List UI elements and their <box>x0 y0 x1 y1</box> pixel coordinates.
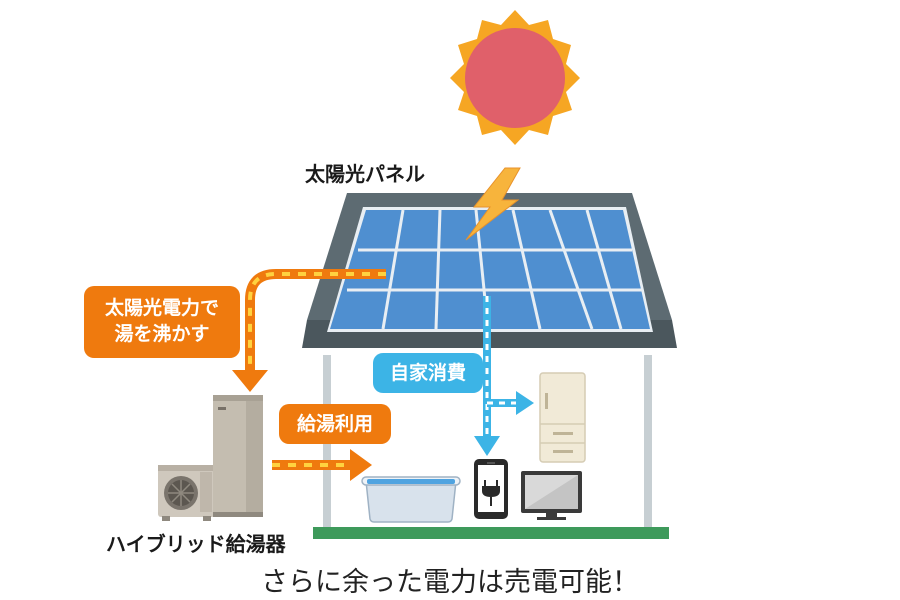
callout-hot-water-use: 給湯利用 <box>279 404 391 444</box>
storage-tank-icon <box>213 395 263 517</box>
bathtub-icon <box>361 476 461 523</box>
callout-self-consumption: 自家消費 <box>373 353 483 393</box>
refrigerator-icon <box>539 372 586 463</box>
surplus-power-note: さらに余った電力は売電可能！ <box>261 567 639 598</box>
solar-panel-array <box>327 207 653 332</box>
solar-panel-label: 太陽光パネル <box>305 162 425 186</box>
hybrid-water-heater-label: ハイブリッド給湯器 <box>106 532 286 556</box>
flow-arrow-heater-to-bathtub <box>272 449 372 481</box>
heat-pump-icon <box>158 465 215 521</box>
flow-arrow-self-consumption <box>474 296 534 456</box>
tv-icon <box>521 471 582 520</box>
callout-solar-heating-line2: 湯を沸かす <box>114 323 210 345</box>
flow-arrow-solar-to-heater <box>232 269 386 392</box>
callout-solar-heating: 太陽光電力で 湯を沸かす <box>84 286 240 358</box>
smartphone-icon <box>474 459 508 519</box>
callout-solar-heating-line1: 太陽光電力で <box>104 297 219 319</box>
lightning-icon <box>465 167 521 241</box>
ground-strip <box>313 527 669 539</box>
sun-icon <box>450 10 580 145</box>
